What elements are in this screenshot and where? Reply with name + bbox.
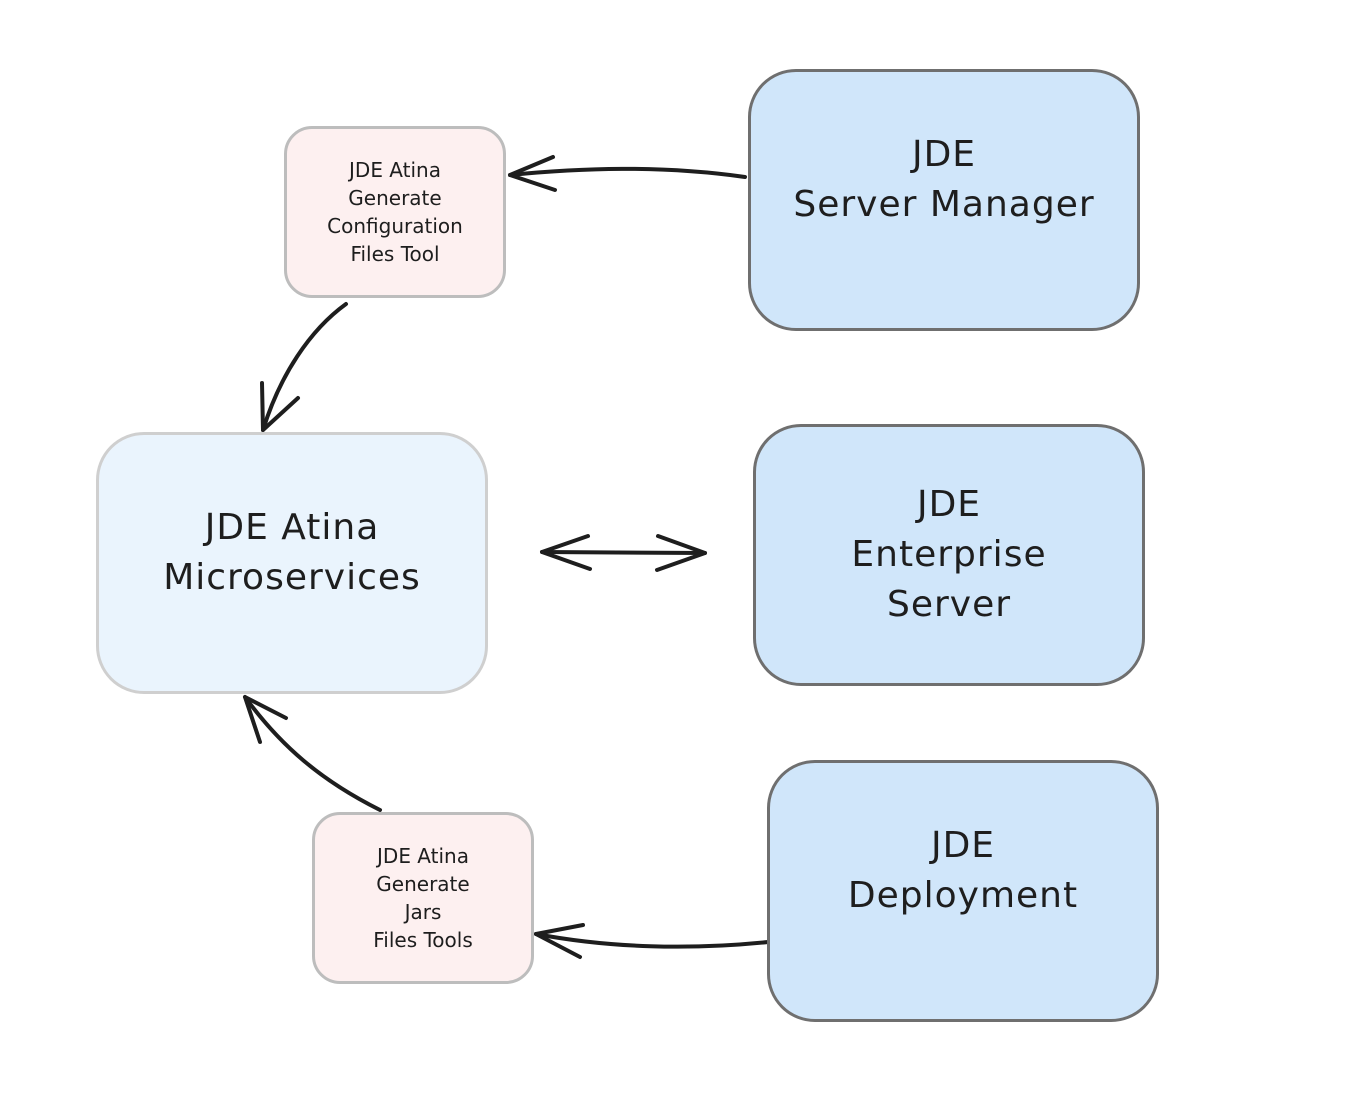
jde-atina-microservices-box: JDE Atina Microservices (96, 432, 488, 694)
server-manager-label-line1: JDE (911, 134, 977, 175)
microservices-label-line1: JDE Atina (204, 507, 380, 548)
arrow-deployment-to-jars-tool (534, 923, 770, 959)
jars-tool-label-line2: Generate (376, 872, 470, 896)
jars-tool-label-line3: Jars (404, 900, 442, 924)
enterprise-server-label-line1: JDE (916, 484, 982, 525)
jars-tool-label-line4: Files Tools (373, 928, 473, 952)
arrow-jars-tool-to-microservices (243, 695, 382, 812)
jars-files-tools-box: JDE Atina Generate Jars Files Tools (312, 812, 534, 984)
jde-server-manager-box: JDE Server Manager (748, 69, 1140, 331)
deployment-label-line1: JDE (930, 825, 996, 866)
jde-deployment-box: JDE Deployment (767, 760, 1159, 1022)
config-tool-label-line2: Generate (348, 186, 442, 210)
config-tool-label-line1: JDE Atina (349, 158, 441, 182)
jars-tool-label-line1: JDE Atina (377, 844, 469, 868)
jde-enterprise-server-box: JDE Enterprise Server (753, 424, 1145, 686)
deployment-label-line2: Deployment (847, 875, 1079, 916)
server-manager-label-line2: Server Manager (793, 184, 1095, 225)
config-tool-label-line4: Files Tool (350, 242, 440, 266)
arrow-config-tool-to-microservices (260, 302, 348, 432)
config-tool-label-line3: Configuration (327, 214, 463, 238)
arrow-microservices-enterprise-bidirectional (540, 534, 707, 572)
microservices-label-line2: Microservices (163, 557, 421, 598)
arrow-server-manager-to-config-tool (508, 155, 747, 192)
config-files-tool-box: JDE Atina Generate Configuration Files T… (284, 126, 506, 298)
enterprise-server-label-line3: Server (886, 584, 1012, 625)
enterprise-server-label-line2: Enterprise (851, 534, 1047, 575)
